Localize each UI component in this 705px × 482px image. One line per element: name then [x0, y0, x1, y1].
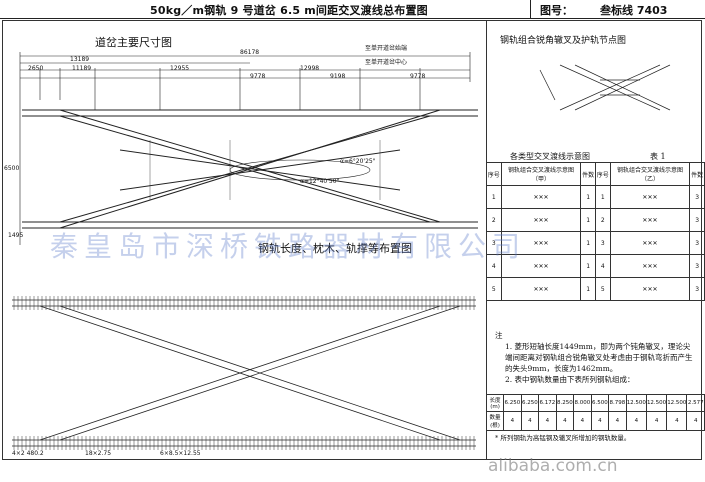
rail-layout-title: 钢轨长度、枕木、轨撑等布置图 — [258, 242, 412, 255]
angle-label-b: α=12°40'50" — [300, 178, 340, 185]
left-ref-dim: 1495 — [8, 232, 24, 239]
dim-12998: 12998 — [300, 65, 320, 72]
dim-11189: 11189 — [72, 65, 92, 72]
label-switch-center: 至单开道岔中心 — [365, 59, 408, 66]
gauge-dim: 6500 — [4, 165, 20, 172]
main-dimensions-diagram — [19, 52, 478, 245]
note-2: 2. 表中钢轨数量由下表所列钢轨组成： — [505, 375, 635, 384]
dim-9778-b: 9778 — [410, 73, 426, 80]
page-title: 50kg／m钢轨 9 号道岔 6.5 m间距交叉渡线总布置图 — [150, 4, 428, 17]
title-divider — [530, 0, 531, 18]
crossover-table-title: 各类型交叉渡线示意图 — [510, 152, 590, 161]
rail-layout-diagram — [12, 296, 476, 450]
t1-header-count-b: 件数 — [689, 162, 705, 186]
bottom-label-1: 4×2 480.2 — [12, 450, 44, 457]
figure-number-label: 图号： — [540, 4, 573, 17]
brand-watermark: alibaba.com.cn — [488, 456, 618, 476]
t1-header-count-a: 件数 — [580, 162, 596, 186]
dim-13189: 13189 — [70, 56, 90, 63]
dim-12955: 12955 — [170, 65, 190, 72]
angle-label-a: α=6°20'25" — [340, 158, 376, 165]
crossover-type-table: 序号 钢轨组合交叉渡线示意图（甲） 件数 序号 钢轨组合交叉渡线示意图（乙） 件… — [486, 162, 705, 301]
notes: 注 1. 菱形短轴长度1449mm，即为两个钝角辙叉，理论尖端间距离对钢轨组合锐… — [495, 330, 695, 385]
title-bar — [0, 0, 705, 19]
label-switch-start: 至单开道岔始端 — [365, 45, 408, 52]
bottom-label-2: 18×2.75 — [85, 450, 112, 457]
t1-header-diagram-a: 钢轨组合交叉渡线示意图（甲） — [500, 162, 582, 186]
dim-9198: 9198 — [330, 73, 346, 80]
watermark-text: 秦皇岛市深桥铁路器材有限公司 — [50, 230, 527, 263]
t1-header-seq-a: 序号 — [486, 162, 502, 186]
dim-9778-a: 9778 — [250, 73, 266, 80]
t1-header-seq-b: 序号 — [594, 162, 611, 186]
total-length-dim: 86178 — [240, 49, 260, 56]
dim-2650: 2650 — [28, 65, 44, 72]
note-marker: 注 — [495, 331, 503, 340]
table-label: 表 1 — [650, 152, 666, 161]
bottom-label-3: 6×8.5×12.55 — [160, 450, 201, 457]
figure-number-value: 叁标线 7403 — [600, 4, 668, 17]
note-1: 1. 菱形短轴长度1449mm，即为两个钝角辙叉，理论尖端间距离对钢轨组合锐角辙… — [505, 342, 693, 373]
frog-detail-title: 钢轨组合锐角辙叉及护轨节点图 — [500, 36, 627, 46]
t1-header-diagram-b: 钢轨组合交叉渡线示意图（乙） — [609, 162, 691, 186]
main-dims-title: 道岔主要尺寸图 — [95, 36, 172, 49]
frog-detail-diagram — [539, 64, 671, 111]
footnote: * 所列钢轨为高锰钢及辙叉所增加的钢轨数量。 — [495, 434, 631, 442]
